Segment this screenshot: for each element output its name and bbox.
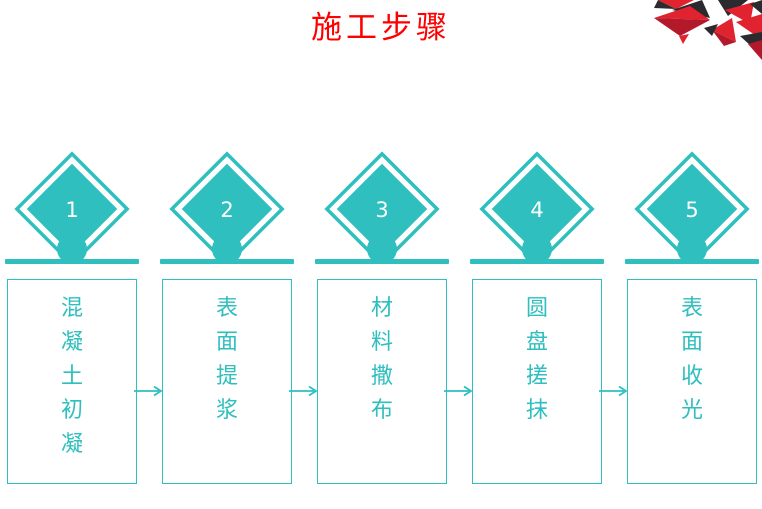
step-2-number: 2: [220, 198, 233, 222]
step-5-char: 面: [680, 330, 703, 355]
step-2[interactable]: 2 表 面 提 浆: [159, 150, 318, 484]
step-5-diamond-marker: 5: [633, 150, 751, 262]
step-2-char: 浆: [215, 398, 238, 423]
step-4[interactable]: 4 圆 盘 搓 抹: [469, 150, 628, 484]
step-1-char: 土: [60, 364, 83, 389]
step-5-label-box[interactable]: 表 面 收 光: [627, 279, 757, 484]
step-2-label-box[interactable]: 表 面 提 浆: [162, 279, 292, 484]
step-3-char: 料: [370, 330, 393, 355]
step-5-char: 收: [680, 364, 703, 389]
steps-row: 1 混 凝 土 初 凝: [0, 150, 762, 495]
step-3-box-wrap: 材 料 撒 布: [314, 279, 473, 484]
step-2-char: 提: [215, 364, 238, 389]
step-4-diamond-marker: 4: [478, 150, 596, 262]
step-2-char: 面: [215, 330, 238, 355]
step-1-number: 1: [65, 198, 78, 222]
step-5[interactable]: 5 表 面 收 光: [624, 150, 760, 484]
page-title: 施工步骤: [311, 10, 451, 46]
step-5-char: 光: [680, 398, 703, 423]
step-1-label-box[interactable]: 混 凝 土 初 凝: [7, 279, 137, 484]
step-4-number: 4: [530, 198, 543, 222]
step-3-char: 材: [370, 296, 393, 321]
step-5-char: 表: [680, 296, 703, 321]
step-3-char: 布: [370, 398, 393, 423]
step-1-box-wrap: 混 凝 土 初 凝: [4, 279, 163, 484]
step-5-box-wrap: 表 面 收 光: [624, 279, 760, 484]
step-1-char: 凝: [60, 432, 83, 457]
step-5-number: 5: [685, 198, 698, 222]
step-4-char: 抹: [525, 398, 548, 423]
step-3[interactable]: 3 材 料 撒 布: [314, 150, 473, 484]
step-4-label-box[interactable]: 圆 盘 搓 抹: [472, 279, 602, 484]
step-3-number: 3: [375, 198, 388, 222]
step-4-box-wrap: 圆 盘 搓 抹: [469, 279, 628, 484]
step-2-char: 表: [215, 296, 238, 321]
step-1-char: 凝: [60, 330, 83, 355]
step-4-char: 圆: [525, 296, 548, 321]
step-1-diamond-marker: 1: [13, 150, 131, 262]
step-2-box-wrap: 表 面 提 浆: [159, 279, 318, 484]
step-4-char: 搓: [525, 364, 548, 389]
step-4-char: 盘: [525, 330, 548, 355]
step-1-char: 混: [60, 296, 83, 321]
step-1-char: 初: [60, 398, 83, 423]
step-2-diamond-marker: 2: [168, 150, 286, 262]
step-3-diamond-marker: 3: [323, 150, 441, 262]
step-3-label-box[interactable]: 材 料 撒 布: [317, 279, 447, 484]
step-1[interactable]: 1 混 凝 土 初 凝: [4, 150, 163, 484]
step-3-char: 撒: [370, 364, 393, 389]
